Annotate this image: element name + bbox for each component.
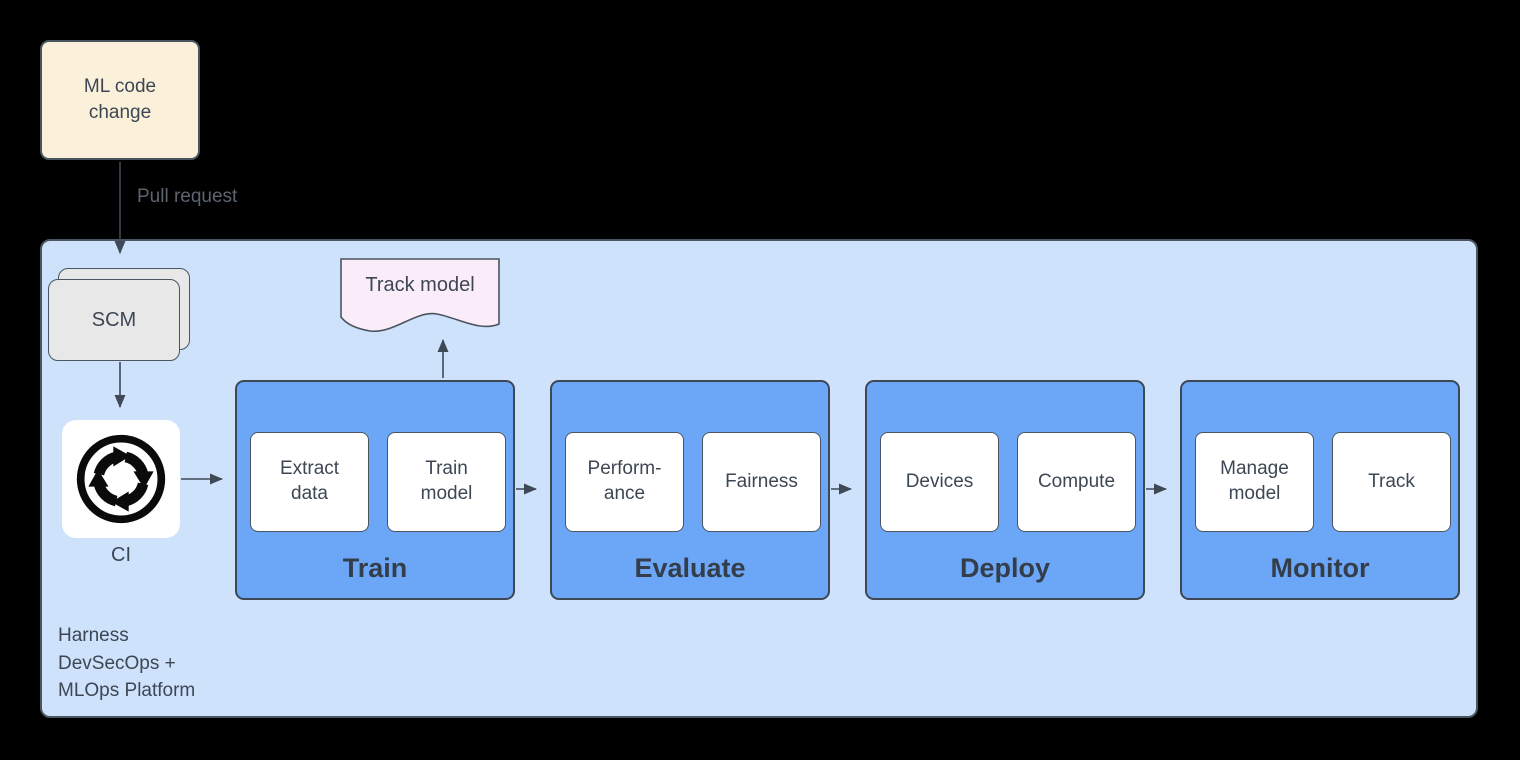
stage-monitor: Manage model Track Monitor — [1180, 380, 1460, 600]
platform-label: Harness DevSecOps + MLOps Platform — [58, 625, 196, 702]
scm-node: SCM — [48, 279, 180, 361]
step-fairness: Fairness — [702, 432, 821, 532]
stage-monitor-title: Monitor — [1270, 553, 1370, 583]
ml-code-change-node: ML code change — [40, 40, 200, 160]
stage-evaluate: Perform- ance Fairness Evaluate — [550, 380, 830, 600]
stage-evaluate-title: Evaluate — [634, 553, 746, 583]
step-manage-model: Manage model — [1195, 432, 1314, 532]
step-performance: Perform- ance — [565, 432, 684, 532]
stage-deploy-title: Deploy — [959, 553, 1051, 583]
stage-train: Extract data Train model Train — [235, 380, 515, 600]
step-track: Track — [1332, 432, 1451, 532]
ci-circular-arrows-icon — [76, 434, 166, 524]
ci-node — [62, 420, 180, 538]
step-extract-data: Extract data — [250, 432, 369, 532]
stage-deploy: Devices Compute Deploy — [865, 380, 1145, 600]
pull-request-edge-label: Pull request — [137, 186, 238, 207]
step-devices: Devices — [880, 432, 999, 532]
track-model-document-shape — [340, 258, 500, 332]
step-compute: Compute — [1017, 432, 1136, 532]
step-train-model: Train model — [387, 432, 506, 532]
stage-train-title: Train — [342, 553, 408, 583]
track-model-label: Track model — [365, 274, 475, 296]
ci-node-label: CI — [111, 544, 131, 566]
